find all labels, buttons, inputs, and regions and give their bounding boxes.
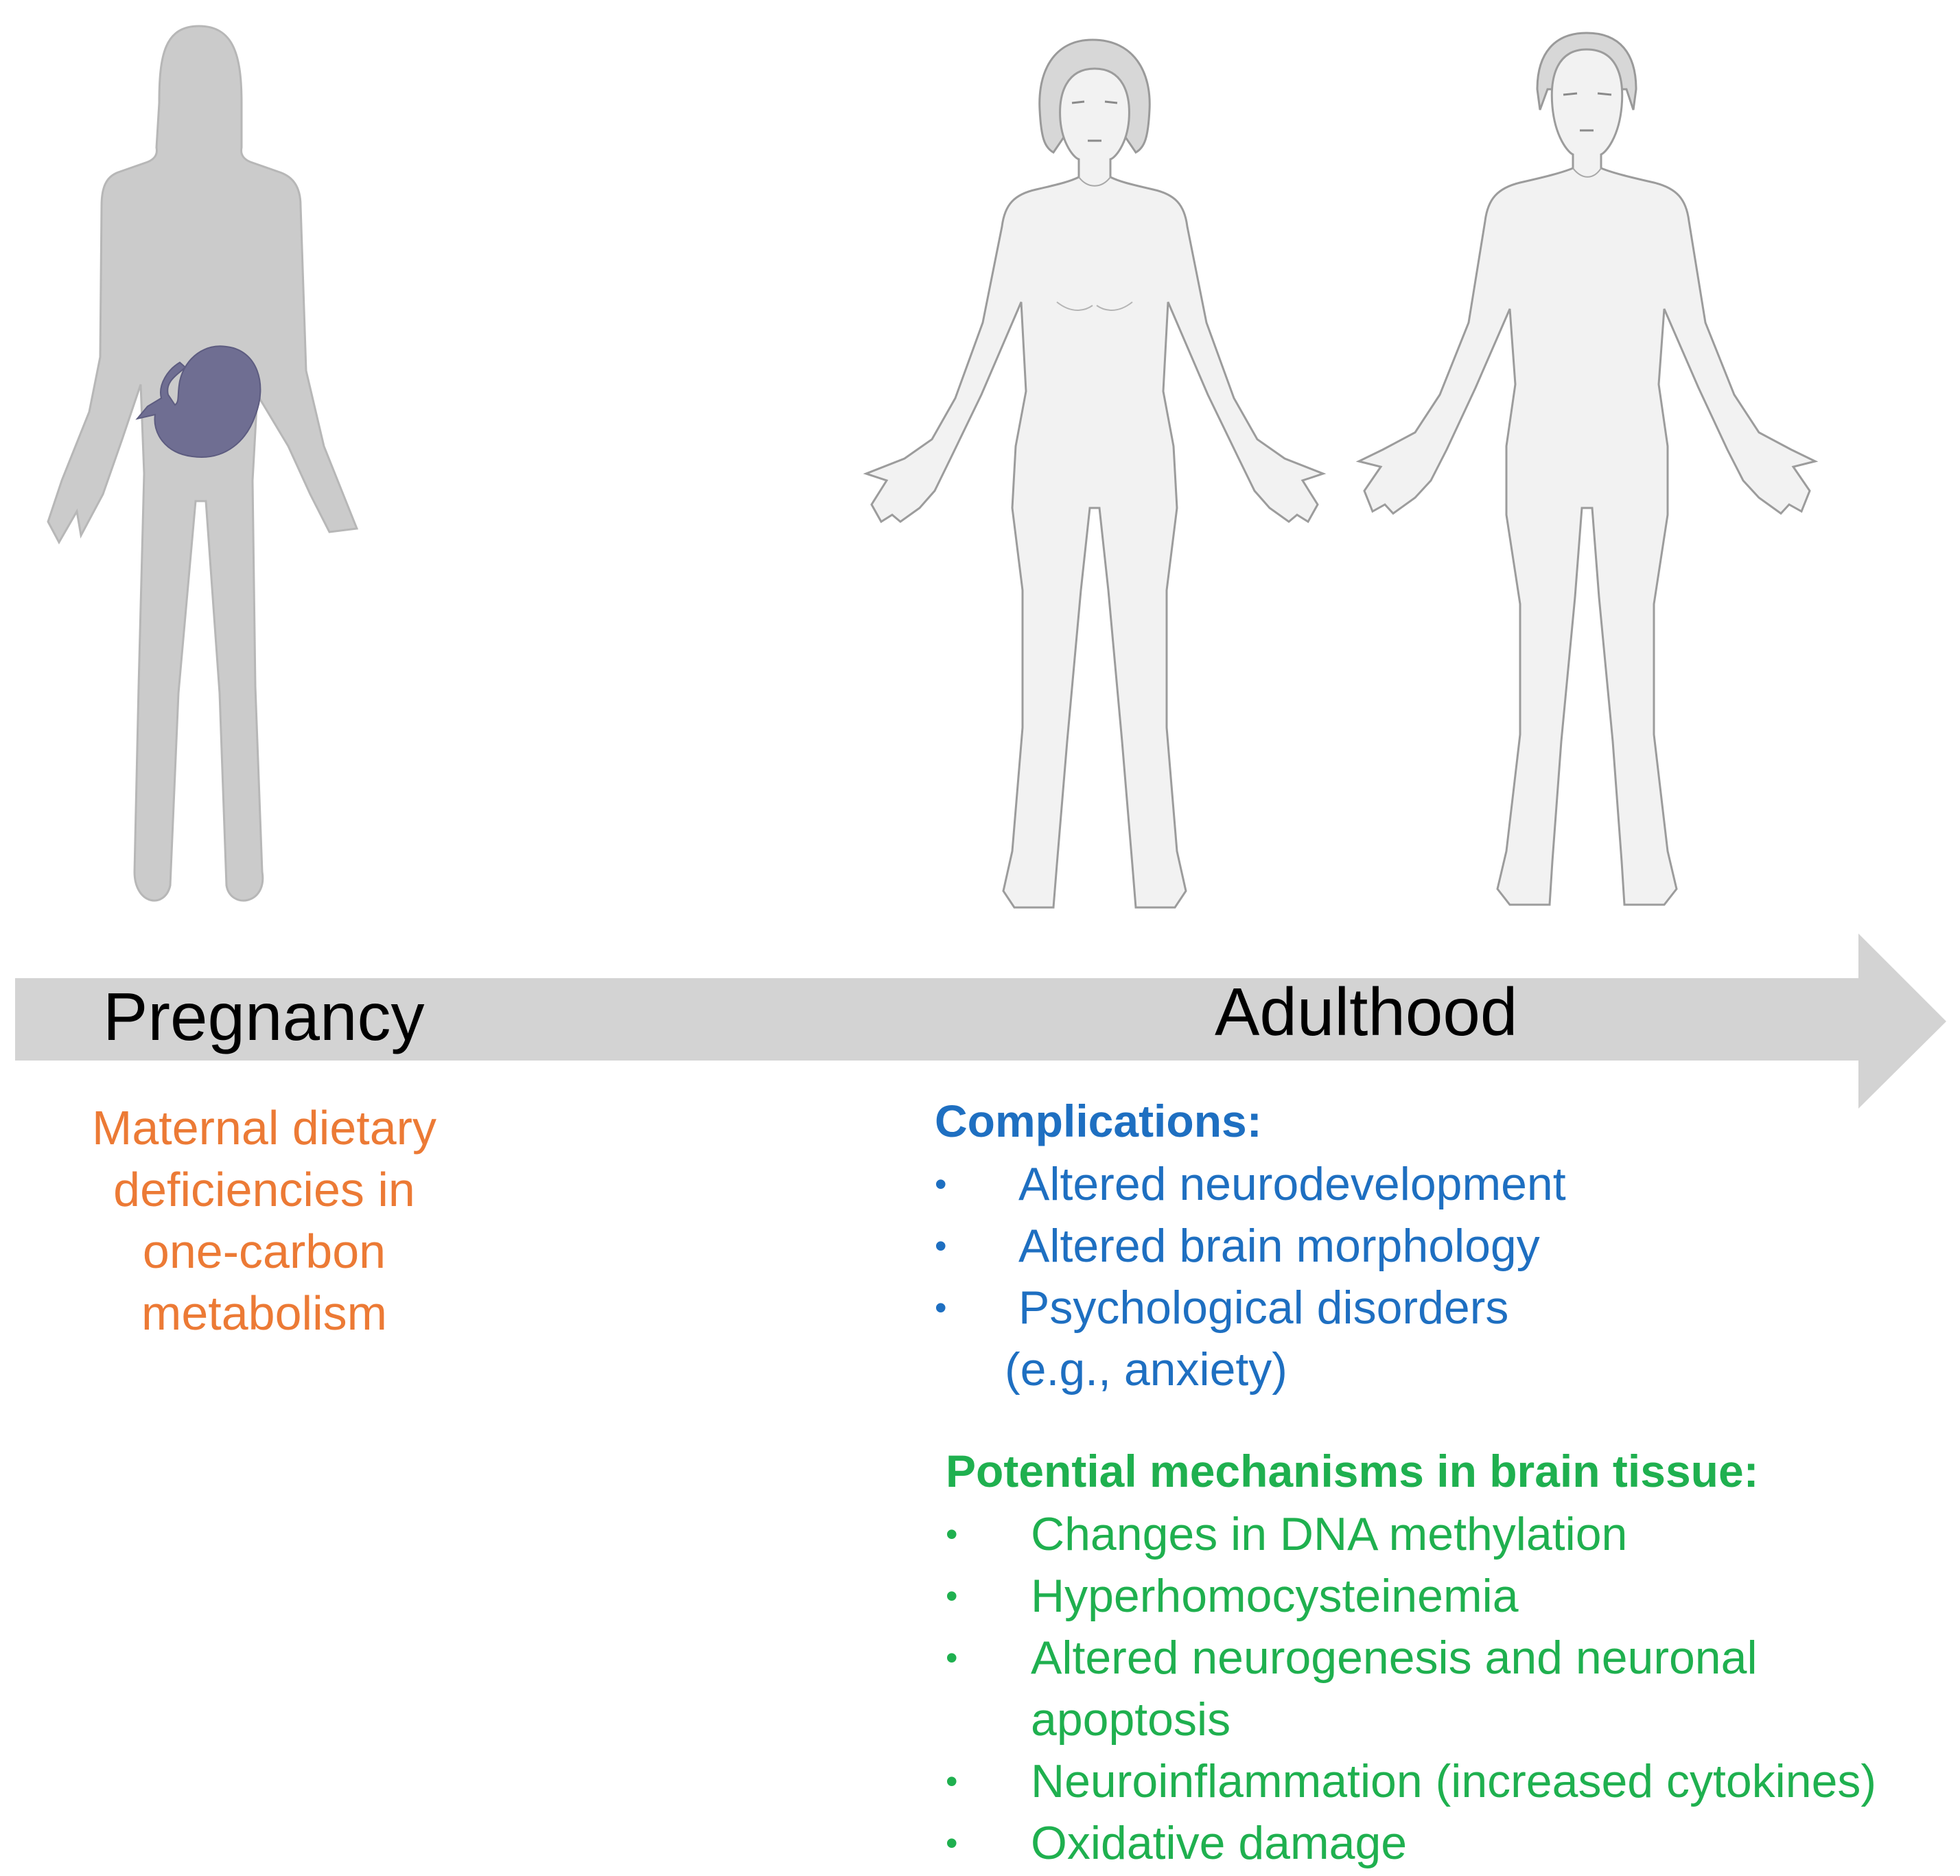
bullet-icon: • [946,1515,958,1553]
pregnant-woman-silhouette-icon [47,25,359,902]
list-item-continuation: (e.g., anxiety) [1005,1343,1287,1396]
list-item: • Oxidative damage [946,1812,1876,1874]
list-item-text: Changes in DNA methylation [1031,1508,1628,1560]
bullet-icon: • [946,1577,958,1615]
list-item-text: Altered neurodevelopment [1018,1158,1566,1210]
list-item: • Altered brain morphology [935,1215,1566,1277]
maternal-text-line: metabolism [141,1286,387,1340]
list-item-text: Altered brain morphology [1018,1220,1540,1272]
complications-list: • Altered neurodevelopment • Altered bra… [935,1153,1566,1400]
adult-woman-figure-icon [863,38,1327,909]
adulthood-label: Adulthood [1215,974,1518,1050]
list-item-text: Neuroinflammation (increased cytokines) [1031,1755,1877,1807]
maternal-text-line: Maternal dietary [92,1101,436,1155]
timeline-arrow [15,934,1946,1109]
bullet-icon: • [935,1227,947,1265]
list-item: • Neuroinflammation (increased cytokines… [946,1750,1876,1812]
list-item-text: Hyperhomocysteinemia [1031,1570,1519,1622]
mechanisms-title: Potential mechanisms in brain tissue: [946,1446,1759,1496]
bullet-icon: • [946,1824,958,1862]
bullet-icon: • [946,1638,958,1677]
complications-title: Complications: [935,1096,1262,1146]
list-item-text: Altered neurogenesis and neuronal [1031,1632,1758,1684]
list-item-continuation: apoptosis [1031,1693,1231,1746]
list-item: • Psychological disorders (e.g., anxiety… [935,1277,1566,1400]
mechanisms-list: • Changes in DNA methylation • Hyperhomo… [946,1503,1876,1874]
pregnancy-label: Pregnancy [103,979,425,1054]
list-item-text: Oxidative damage [1031,1817,1408,1869]
list-item: • Changes in DNA methylation [946,1503,1876,1565]
fetus-icon [135,345,261,458]
maternal-deficiency-text: Maternal dietary deficiencies in one-car… [41,1097,487,1344]
list-item: • Altered neurodevelopment [935,1153,1566,1215]
figures-panel [47,25,1819,909]
bullet-icon: • [946,1762,958,1800]
maternal-text-line: deficiencies in [113,1163,415,1216]
list-item: • Altered neurogenesis and neuronal apop… [946,1627,1876,1750]
list-item: • Hyperhomocysteinemia [946,1565,1876,1627]
adult-man-figure-icon [1355,32,1819,906]
maternal-text-line: one-carbon [142,1225,386,1278]
bullet-icon: • [935,1165,947,1203]
list-item-text: Psychological disorders [1018,1282,1509,1334]
bullet-icon: • [935,1288,947,1327]
